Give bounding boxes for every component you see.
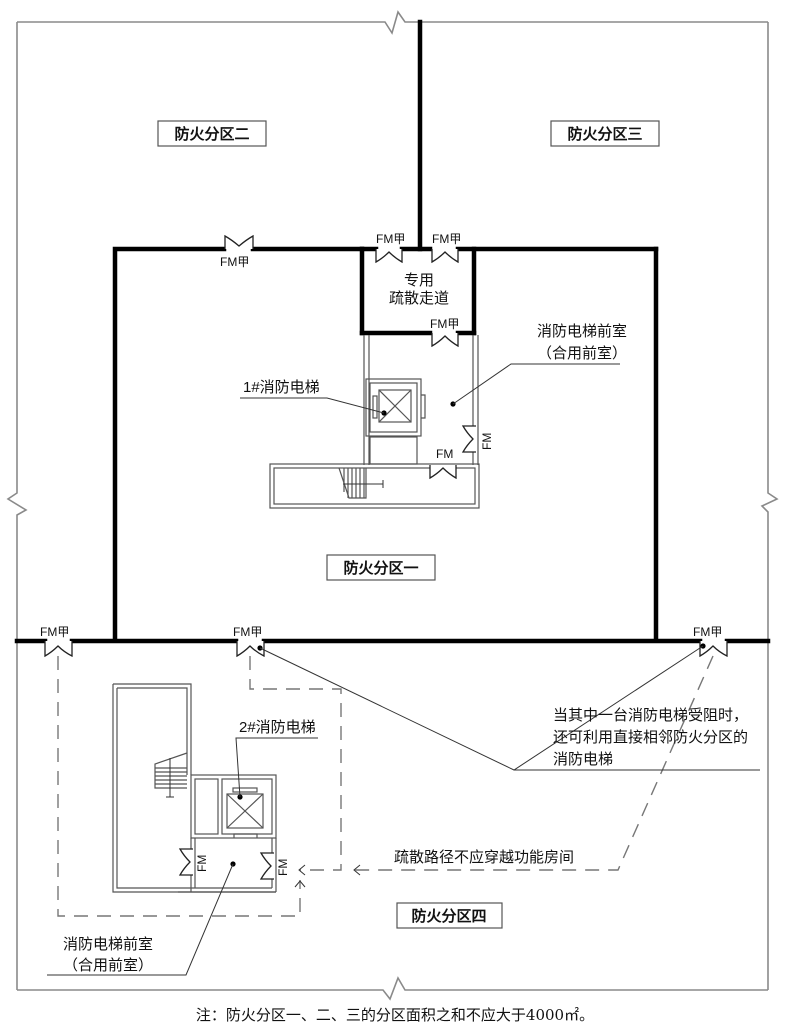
evacuation-route-note: 疏散路径不应穿越功能房间	[394, 848, 574, 866]
footnote: 注：防火分区一、二、三的分区面积之和不应大于4000㎡。	[196, 1006, 594, 1024]
door-label: FM	[436, 447, 453, 461]
door-label: FM甲	[430, 317, 459, 331]
door-label: FM	[276, 859, 290, 876]
lobby-2-label-line1: 消防电梯前室	[63, 936, 153, 953]
core-1: FM FM	[240, 335, 620, 509]
door-label: FM甲	[220, 255, 249, 269]
zone-2-label: 防火分区二	[174, 125, 249, 143]
door-label: FM	[480, 433, 494, 450]
corridor-label-line2: 疏散走道	[389, 289, 449, 307]
door-fm-a-zone4-left: FM甲	[40, 625, 73, 658]
lobby-1-label-line2: （合用前室）	[537, 345, 627, 362]
door-fm-a-zone4-right: FM甲	[693, 625, 728, 658]
zone-3-label-box: 防火分区三	[550, 120, 660, 147]
door-fm-lobby-2-right: FM	[259, 852, 290, 880]
door-fm-a-corridor-left: FM甲	[375, 232, 405, 264]
corridor-label-line1: 专用	[404, 271, 434, 289]
zone-4-label: 防火分区四	[411, 907, 486, 925]
lobby-1-label-line1: 消防电梯前室	[537, 323, 627, 340]
outer-boundary	[6, 10, 779, 1001]
zone-1-label-box: 防火分区一	[326, 554, 436, 581]
door-fm-a-corridor-right: FM甲	[431, 232, 461, 264]
door-label: FM甲	[693, 625, 722, 639]
stair-2-icon	[154, 752, 188, 798]
door-fm-a-corridor-bottom: FM甲	[430, 317, 459, 348]
door-fm-lobby-1-right: FM	[461, 425, 494, 453]
adjacent-elevator-note-line1: 当其中一台消防电梯受阻时，	[553, 707, 748, 724]
door-label: FM甲	[40, 625, 69, 639]
door-label: FM甲	[233, 625, 262, 639]
door-label: FM甲	[376, 232, 405, 246]
adjacent-callout-leaders	[257, 643, 760, 771]
elevator-1-label: 1#消防电梯	[243, 379, 320, 396]
fire-walls	[14, 19, 771, 644]
zone-2-label-box: 防火分区二	[157, 120, 267, 147]
zone-3-label: 防火分区三	[567, 125, 642, 143]
stair-1-icon	[338, 467, 384, 499]
lobby-2-label-line2: （合用前室）	[63, 957, 153, 974]
adjacent-elevator-note-line2: 还可利用直接相邻防火分区的	[553, 729, 748, 746]
door-fm-lobby-1-bottom: FM	[429, 447, 457, 480]
evacuation-paths	[57, 655, 714, 917]
zone-4-label-box: 防火分区四	[396, 902, 503, 929]
elevator-2-car-icon	[226, 787, 264, 838]
zone-1-label: 防火分区一	[343, 559, 418, 577]
door-fm-a-zone4-middle: FM甲	[233, 625, 265, 658]
core-2: FM FM	[47, 683, 318, 976]
door-fm-lobby-2-left: FM	[178, 848, 209, 876]
door-fm-a-zone1-top: FM甲	[220, 234, 254, 269]
elevator-1-car-icon	[372, 389, 426, 423]
door-label: FM	[195, 855, 209, 872]
elevator-2-label: 2#消防电梯	[239, 719, 316, 736]
door-label: FM甲	[432, 232, 461, 246]
adjacent-elevator-note-line3: 消防电梯	[553, 751, 613, 768]
doors: FM甲 FM甲 FM甲 FM甲 FM甲 FM甲 FM甲	[40, 232, 728, 658]
